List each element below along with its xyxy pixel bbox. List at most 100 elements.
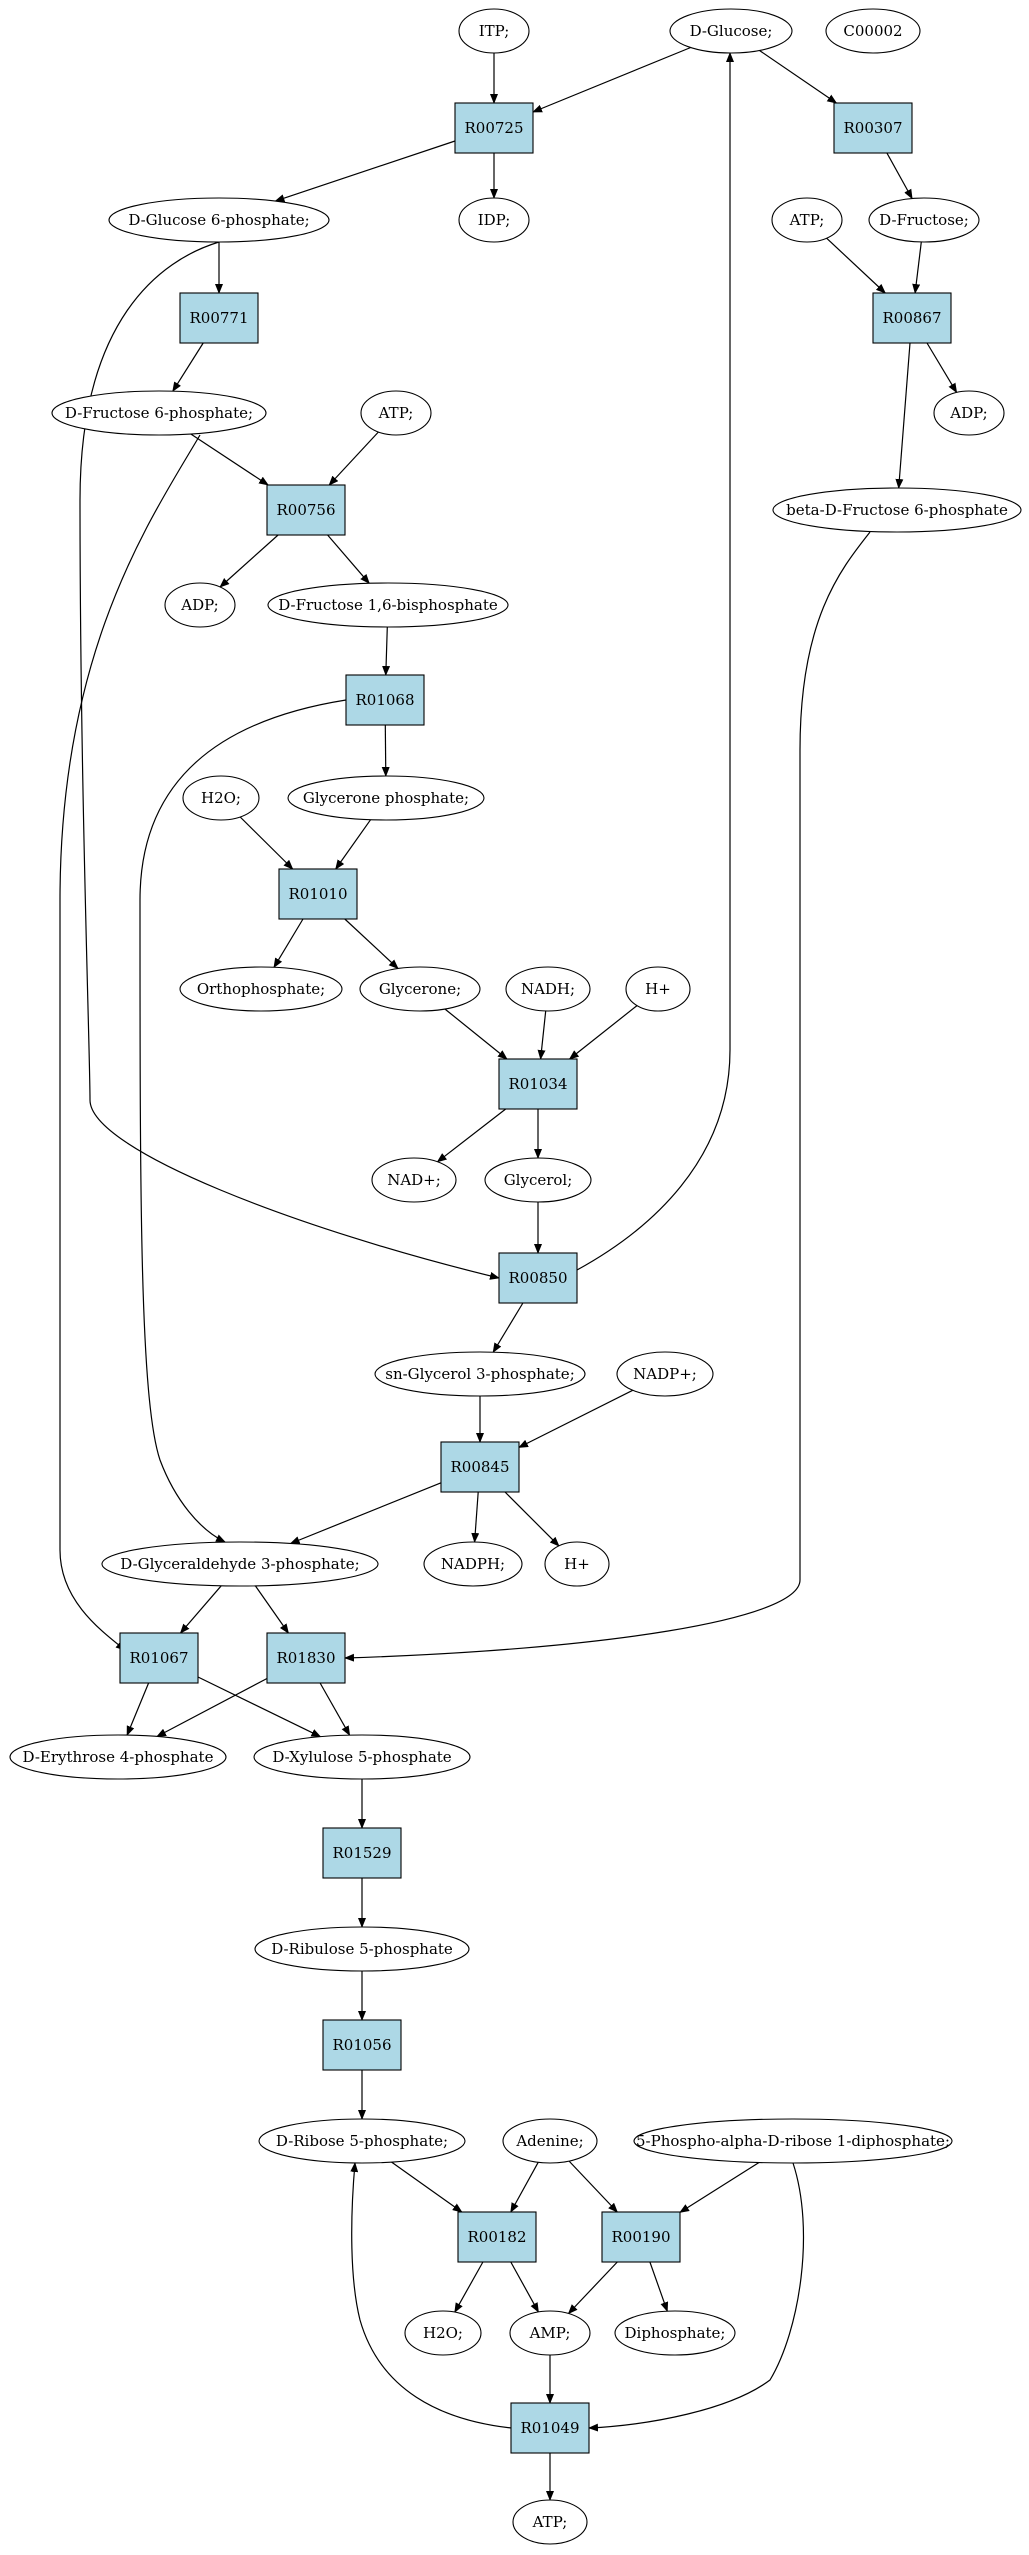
compound-node-h2o2[interactable]: H2O; bbox=[404, 2310, 482, 2356]
compound-node-atp3[interactable]: ATP; bbox=[512, 2499, 588, 2545]
reaction-node-r00307[interactable]: R00307 bbox=[833, 102, 913, 154]
node-label: R00771 bbox=[189, 309, 248, 327]
edge-df6p-to-r01067 bbox=[59, 434, 201, 1651]
compound-node-dru5p[interactable]: D-Ribulose 5-phosphate bbox=[254, 1926, 470, 1972]
compound-ellipse bbox=[404, 2310, 482, 2356]
compound-node-dfructose[interactable]: D-Fructose; bbox=[868, 197, 980, 243]
node-label: ATP; bbox=[378, 404, 414, 422]
compound-node-dr5p[interactable]: D-Ribose 5-phosphate; bbox=[258, 2118, 466, 2164]
compound-node-bdf6p[interactable]: beta-D-Fructose 6-phosphate bbox=[772, 487, 1022, 533]
compound-node-diphosphate[interactable]: Diphosphate; bbox=[614, 2310, 736, 2356]
reaction-node-r00190[interactable]: R00190 bbox=[601, 2211, 681, 2263]
node-label: AMP; bbox=[529, 2324, 571, 2342]
node-label: D-Erythrose 4-phosphate bbox=[23, 1748, 214, 1766]
reaction-node-r01056[interactable]: R01056 bbox=[322, 2019, 402, 2071]
compound-node-adp2[interactable]: ADP; bbox=[164, 582, 236, 628]
reaction-node-r00182[interactable]: R00182 bbox=[457, 2211, 537, 2263]
reaction-box bbox=[601, 2211, 681, 2263]
reaction-node-r01034[interactable]: R01034 bbox=[498, 1058, 578, 1110]
compound-node-gp[interactable]: Glycerone phosphate; bbox=[287, 775, 485, 821]
compound-node-ortho[interactable]: Orthophosphate; bbox=[179, 966, 343, 1012]
compound-node-dga3p[interactable]: D-Glyceraldehyde 3-phosphate; bbox=[101, 1541, 379, 1587]
node-label: Orthophosphate; bbox=[197, 980, 325, 998]
edge-r00867-to-bdf6p bbox=[895, 342, 911, 489]
node-label: D-Fructose; bbox=[879, 211, 969, 229]
edge-gp-to-r01010 bbox=[335, 819, 372, 870]
node-label: R00867 bbox=[882, 309, 941, 327]
compound-node-nadpplus[interactable]: NADP+; bbox=[616, 1351, 714, 1397]
compound-node-nadph[interactable]: NADPH; bbox=[423, 1541, 523, 1587]
compound-node-df6p[interactable]: D-Fructose 6-phosphate; bbox=[51, 390, 267, 436]
node-label: R00725 bbox=[464, 119, 523, 137]
edge-r00756-to-df16bp bbox=[327, 534, 370, 585]
edge-r00182-to-h2o2 bbox=[454, 2261, 484, 2313]
edge-r00725-to-dg6p bbox=[274, 140, 456, 203]
compound-node-df16bp[interactable]: D-Fructose 1,6-bisphosphate bbox=[267, 582, 509, 628]
reaction-node-r01830[interactable]: R01830 bbox=[266, 1632, 346, 1684]
node-label: sn-Glycerol 3-phosphate; bbox=[385, 1365, 575, 1383]
compound-node-de4p[interactable]: D-Erythrose 4-phosphate bbox=[9, 1734, 227, 1780]
edge-prpp-to-r00190 bbox=[679, 2161, 760, 2213]
compound-node-nadplus[interactable]: NAD+; bbox=[371, 1157, 457, 1203]
reaction-node-r00850[interactable]: R00850 bbox=[498, 1252, 578, 1304]
edge-atp1-to-r00867 bbox=[826, 237, 886, 294]
compound-ellipse bbox=[258, 2118, 466, 2164]
reaction-node-r00771[interactable]: R00771 bbox=[179, 292, 259, 344]
compound-node-adenine[interactable]: Adenine; bbox=[502, 2118, 598, 2164]
compound-ellipse bbox=[633, 2118, 953, 2164]
edge-r00850-to-sng3p bbox=[492, 1302, 524, 1354]
edge-r01830-to-dx5p bbox=[319, 1682, 351, 1736]
reaction-node-r00845[interactable]: R00845 bbox=[440, 1441, 520, 1493]
reaction-box bbox=[457, 2211, 537, 2263]
node-label: R00850 bbox=[508, 1269, 567, 1287]
edge-r00307-to-dfructose bbox=[886, 152, 913, 200]
node-label: IDP; bbox=[478, 211, 511, 229]
compound-node-h2o1[interactable]: H2O; bbox=[182, 775, 260, 821]
compound-node-prpp[interactable]: 5-Phospho-alpha-D-ribose 1-diphosphate; bbox=[633, 2118, 953, 2164]
edge-dglucose-to-r00307 bbox=[759, 50, 838, 104]
compound-node-idp[interactable]: IDP; bbox=[458, 197, 530, 243]
reaction-box bbox=[322, 2019, 402, 2071]
node-label: R00190 bbox=[611, 2228, 670, 2246]
compound-node-dx5p[interactable]: D-Xylulose 5-phosphate bbox=[253, 1734, 471, 1780]
edge-atp2-to-r00756 bbox=[328, 431, 379, 486]
compound-node-glycerone[interactable]: Glycerone; bbox=[359, 966, 481, 1012]
node-label: R01529 bbox=[332, 1844, 391, 1862]
compound-node-atp1[interactable]: ATP; bbox=[771, 197, 843, 243]
reaction-node-r01529[interactable]: R01529 bbox=[322, 1827, 402, 1879]
edge-r00190-to-diphosphate bbox=[649, 2261, 669, 2313]
compound-node-dglucose[interactable]: D-Glucose; bbox=[669, 8, 793, 54]
node-label: D-Glucose 6-phosphate; bbox=[128, 211, 309, 229]
compound-node-itp[interactable]: ITP; bbox=[458, 8, 530, 54]
compound-node-glycerol[interactable]: Glycerol; bbox=[484, 1157, 592, 1203]
reaction-node-r01068[interactable]: R01068 bbox=[345, 674, 425, 726]
compound-ellipse bbox=[359, 966, 481, 1012]
compound-node-c00002[interactable]: C00002 bbox=[825, 8, 921, 54]
compound-ellipse bbox=[9, 1734, 227, 1780]
reaction-node-r01067[interactable]: R01067 bbox=[119, 1632, 199, 1684]
reaction-box bbox=[278, 868, 358, 920]
node-label: D-Glucose; bbox=[690, 22, 773, 40]
reaction-box bbox=[440, 1441, 520, 1493]
compound-node-hplus1[interactable]: H+ bbox=[625, 966, 691, 1012]
reaction-node-r00756[interactable]: R00756 bbox=[266, 484, 346, 536]
compound-node-nadh[interactable]: NADH; bbox=[505, 966, 591, 1012]
compound-node-amp[interactable]: AMP; bbox=[509, 2310, 591, 2356]
compound-node-hplus2[interactable]: H+ bbox=[544, 1541, 610, 1587]
node-label: ATP; bbox=[789, 211, 825, 229]
edge-r01049-to-dr5p bbox=[350, 2162, 512, 2429]
reaction-node-r01010[interactable]: R01010 bbox=[278, 868, 358, 920]
reaction-node-r00725[interactable]: R00725 bbox=[454, 102, 534, 154]
compound-ellipse bbox=[484, 1157, 592, 1203]
compound-node-adp1[interactable]: ADP; bbox=[933, 390, 1005, 436]
edge-r00850-to-dglucose bbox=[576, 52, 734, 1271]
edge-nadh-to-r01034 bbox=[537, 1010, 547, 1060]
reaction-node-r01049[interactable]: R01049 bbox=[510, 2402, 590, 2454]
reaction-node-r00867[interactable]: R00867 bbox=[872, 292, 952, 344]
compound-node-sng3p[interactable]: sn-Glycerol 3-phosphate; bbox=[374, 1351, 586, 1397]
compound-node-atp2[interactable]: ATP; bbox=[360, 390, 432, 436]
compound-node-dg6p[interactable]: D-Glucose 6-phosphate; bbox=[108, 197, 330, 243]
compound-ellipse bbox=[512, 2499, 588, 2545]
reaction-box bbox=[345, 674, 425, 726]
reaction-box bbox=[454, 102, 534, 154]
